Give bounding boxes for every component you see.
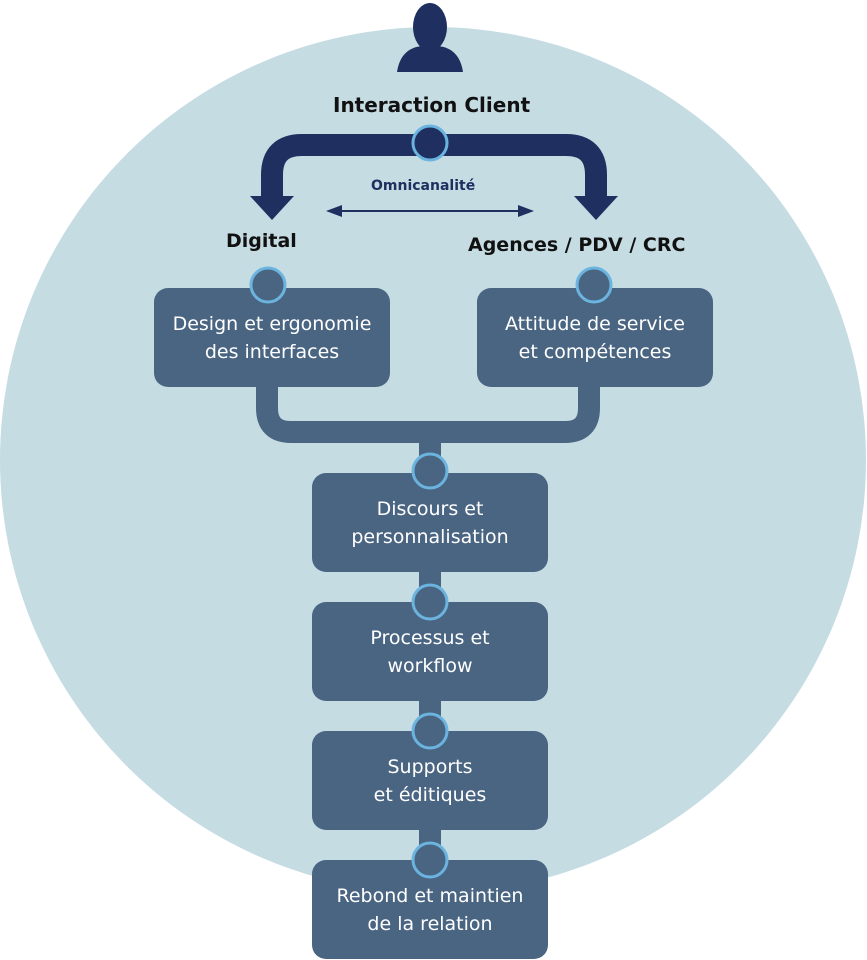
step-label-line1: Discours et: [376, 497, 484, 520]
interaction-node: [411, 124, 449, 162]
step-label-line1: Supports: [387, 755, 473, 778]
step-label-line2: de la relation: [367, 912, 493, 935]
digital-design-line1: Design et ergonomie: [172, 312, 372, 335]
service-attitude-line2: et compétences: [518, 340, 672, 363]
digital-design-box: Design et ergonomie des interfaces: [154, 288, 390, 387]
digital-design-line2: des interfaces: [204, 340, 340, 363]
agencies-channel-title: Agences / PDV / CRC: [468, 234, 686, 256]
step-label-line1: Processus et: [370, 626, 490, 649]
interaction-client-title: Interaction Client: [333, 93, 531, 117]
step-box-supports: Supports et éditiques: [312, 731, 548, 830]
omnichannel-label: Omnicanalité: [371, 178, 476, 194]
service-attitude-line1: Attitude de service: [505, 312, 685, 335]
step-label-line2: workflow: [387, 654, 473, 677]
step-box-discours: Discours et personnalisation: [312, 473, 548, 572]
arrow-down-right-icon: [574, 196, 618, 220]
step-box-rebond: Rebond et maintien de la relation: [312, 860, 548, 959]
step-label-line2: et éditiques: [373, 783, 487, 806]
digital-channel-title: Digital: [226, 230, 297, 252]
step-label-line2: personnalisation: [351, 525, 509, 548]
service-attitude-box: Attitude de service et compétences: [477, 288, 713, 387]
step-label-line1: Rebond et maintien: [336, 884, 524, 907]
step-box-processus: Processus et workflow: [312, 602, 548, 701]
arrow-down-left-icon: [250, 196, 294, 220]
person-silhouette-icon: [397, 3, 463, 72]
